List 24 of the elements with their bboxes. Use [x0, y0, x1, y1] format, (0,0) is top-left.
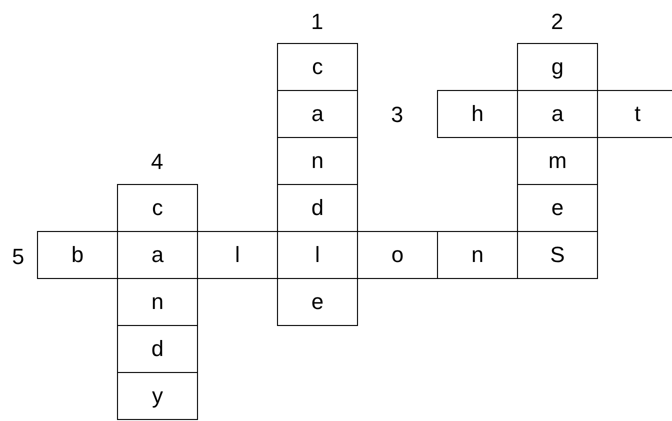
crossword-cell: t — [597, 90, 672, 138]
crossword-cell: e — [277, 278, 358, 326]
crossword-cell: S — [517, 231, 598, 279]
crossword-cell: g — [517, 43, 598, 91]
crossword-cell: m — [517, 137, 598, 185]
clue-number: 4 — [151, 149, 164, 175]
crossword-cell: n — [437, 231, 518, 279]
crossword-cell: n — [117, 278, 198, 326]
crossword-cell: c — [117, 184, 198, 232]
crossword-cell: e — [517, 184, 598, 232]
crossword-cell: d — [117, 325, 198, 373]
crossword-cell: n — [277, 137, 358, 185]
crossword-cell: l — [197, 231, 278, 279]
crossword-cell: a — [277, 90, 358, 138]
crossword-cell: y — [117, 372, 198, 420]
clue-number: 3 — [391, 102, 404, 128]
crossword-cell: c — [277, 43, 358, 91]
crossword-cell: d — [277, 184, 358, 232]
crossword-cell: o — [357, 231, 438, 279]
clue-number: 1 — [311, 9, 324, 35]
crossword-cell: b — [37, 231, 118, 279]
clue-number: 5 — [12, 244, 24, 270]
crossword-cell: h — [437, 90, 518, 138]
clue-number: 2 — [551, 9, 564, 35]
